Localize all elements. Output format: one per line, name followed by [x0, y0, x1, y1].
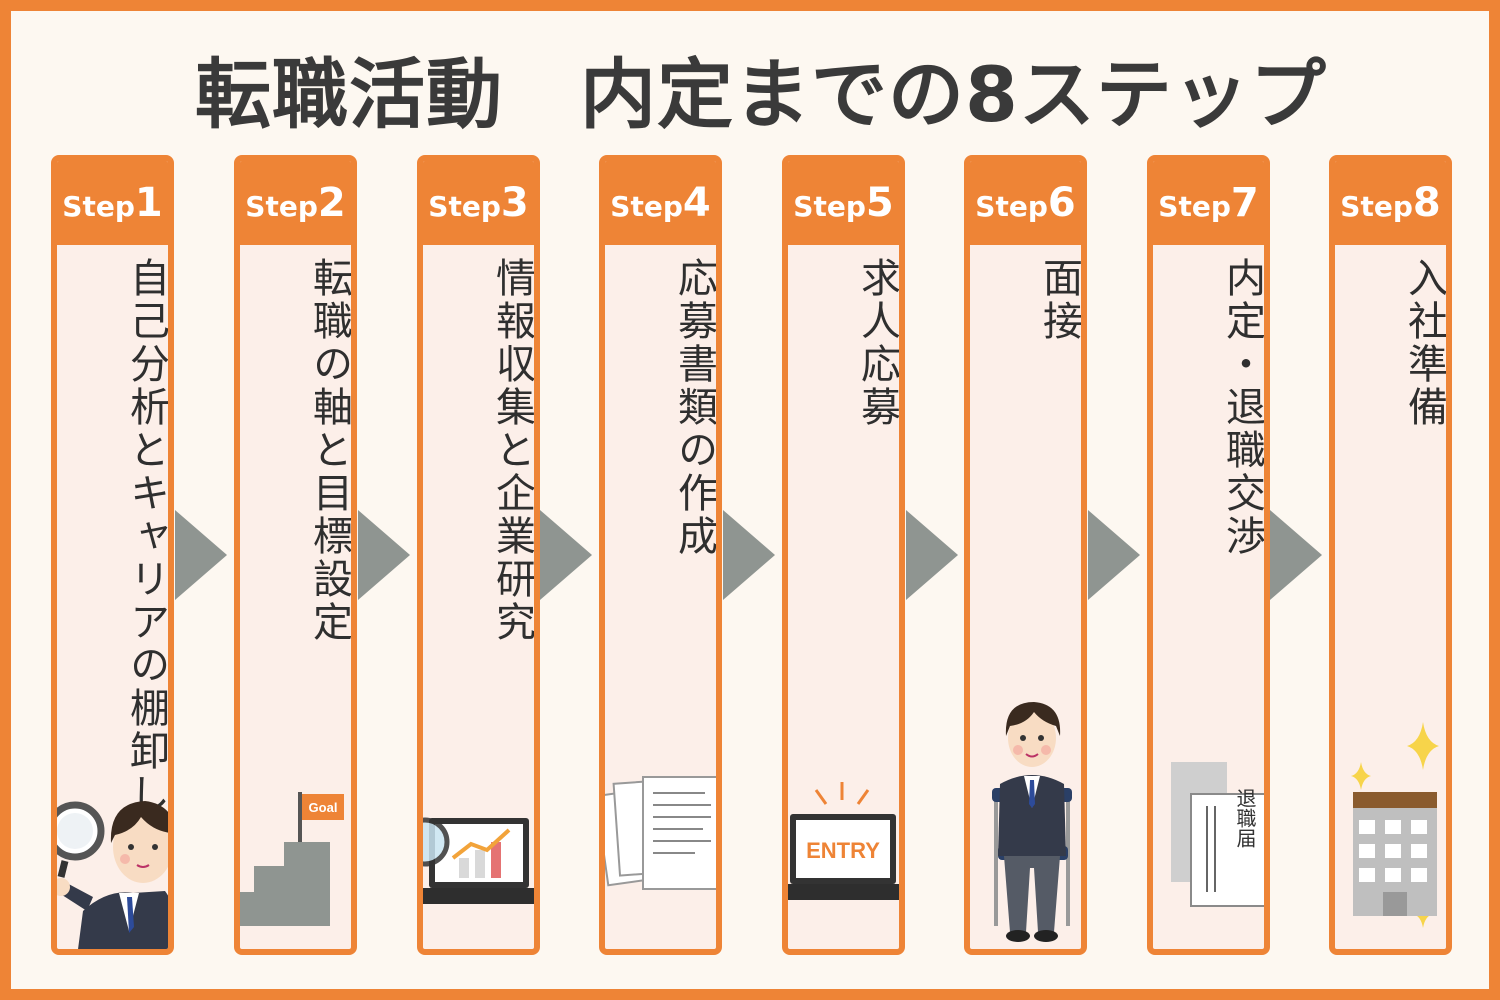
step-header-5: Step5 — [788, 161, 899, 245]
step-column-3: Step3 情報収集と企業研究 — [417, 155, 540, 955]
step-column-1: Step1 自己分析とキャリアの棚卸し — [51, 155, 174, 955]
step-header-6: Step6 — [970, 161, 1081, 245]
documents-icon — [605, 776, 716, 890]
step-number: 2 — [317, 180, 346, 226]
stairs-goal-flag-icon: Goal — [240, 792, 344, 926]
step-number: 3 — [500, 180, 529, 226]
step-label-6: 面接 — [1036, 257, 1082, 343]
step-column-7: Step7 内定・退職交渉 退職届 — [1147, 155, 1270, 955]
next-arrow-3 — [540, 510, 592, 600]
step-header-4: Step4 — [605, 161, 716, 245]
step-label-1: 自己分析とキャリアの棚卸し — [123, 257, 169, 816]
step-number: 4 — [682, 180, 711, 226]
step-column-5: Step5 求人応募 ENTRY — [782, 155, 905, 955]
page-title: 転職活動 内定までの8ステップ — [195, 50, 1327, 139]
step-word: Step — [610, 190, 683, 223]
next-arrow-1 — [175, 510, 227, 600]
step-column-2: Step2 転職の軸と目標設定 Goal — [234, 155, 357, 955]
step-word: Step — [428, 190, 501, 223]
step-column-8: Step8 入社準備 — [1329, 155, 1452, 955]
step-word: Step — [975, 190, 1048, 223]
sparkling-office-building-icon — [1351, 722, 1439, 928]
step-number: 1 — [134, 180, 163, 226]
step-label-4: 応募書類の作成 — [671, 257, 717, 558]
step-number: 7 — [1230, 180, 1259, 226]
step-label-3: 情報収集と企業研究 — [489, 257, 535, 644]
step-word: Step — [245, 190, 318, 223]
laptop-entry-icon: ENTRY — [788, 782, 899, 900]
step-header-8: Step8 — [1335, 161, 1446, 245]
laptop-chart-magnifier-icon — [423, 817, 534, 904]
step-header-7: Step7 — [1153, 161, 1264, 245]
entry-text: ENTRY — [806, 838, 880, 863]
step-number: 5 — [865, 180, 894, 226]
step-header-2: Step2 — [240, 161, 351, 245]
step-header-1: Step1 — [57, 161, 168, 245]
resignation-letter-icon: 退職届 — [1171, 762, 1264, 907]
step-word: Step — [62, 190, 135, 223]
next-arrow-6 — [1088, 510, 1140, 600]
next-arrow-4 — [723, 510, 775, 600]
step-label-5: 求人応募 — [854, 257, 900, 429]
magnifier-businessman-icon — [57, 801, 168, 949]
resignation-letter-text: 退職届 — [1233, 788, 1257, 848]
step-word: Step — [793, 190, 866, 223]
step-header-3: Step3 — [423, 161, 534, 245]
step-number: 8 — [1412, 180, 1441, 226]
step-label-7: 内定・退職交渉 — [1219, 257, 1265, 558]
next-arrow-5 — [906, 510, 958, 600]
step-word: Step — [1158, 190, 1231, 223]
step-label-2: 転職の軸と目標設定 — [306, 257, 352, 644]
goal-flag-text: Goal — [309, 800, 338, 815]
next-arrow-7 — [1270, 510, 1322, 600]
step-column-6: Step6 面接 — [964, 155, 1087, 955]
next-arrow-2 — [358, 510, 410, 600]
step-number: 6 — [1047, 180, 1076, 226]
step-column-4: Step4 応募書類の作成 — [599, 155, 722, 955]
step-label-8: 入社準備 — [1401, 257, 1447, 429]
seated-businessman-icon — [992, 702, 1072, 942]
step-word: Step — [1340, 190, 1413, 223]
